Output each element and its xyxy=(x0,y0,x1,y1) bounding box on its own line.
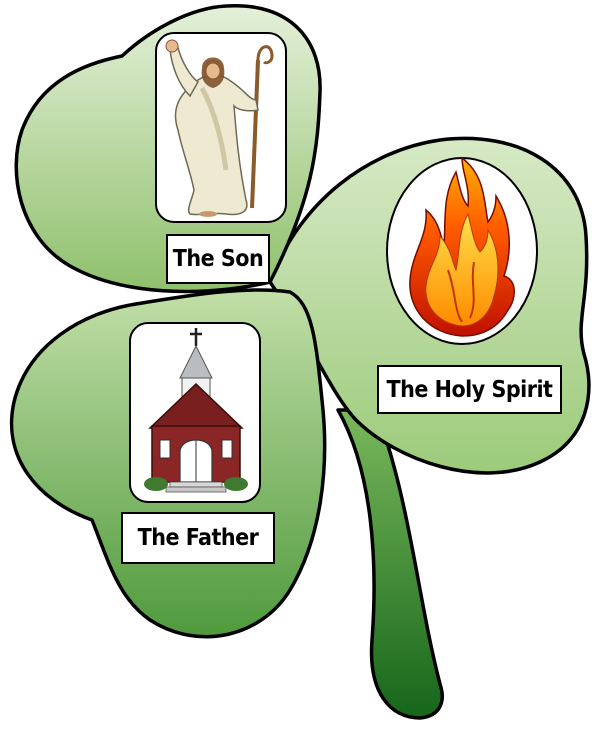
shamrock-stem xyxy=(336,408,444,720)
robed-figure-illustration xyxy=(165,39,274,217)
son-picture-card xyxy=(155,32,287,223)
label-the-holy-spirit: The Holy Spirit xyxy=(377,365,562,414)
holy-spirit-picture-card xyxy=(386,156,538,345)
label-the-father: The Father xyxy=(121,512,275,564)
flame-illustration xyxy=(409,156,515,337)
label-the-son: The Son xyxy=(166,234,270,284)
father-picture-card xyxy=(129,322,261,503)
church-illustration xyxy=(144,328,248,493)
